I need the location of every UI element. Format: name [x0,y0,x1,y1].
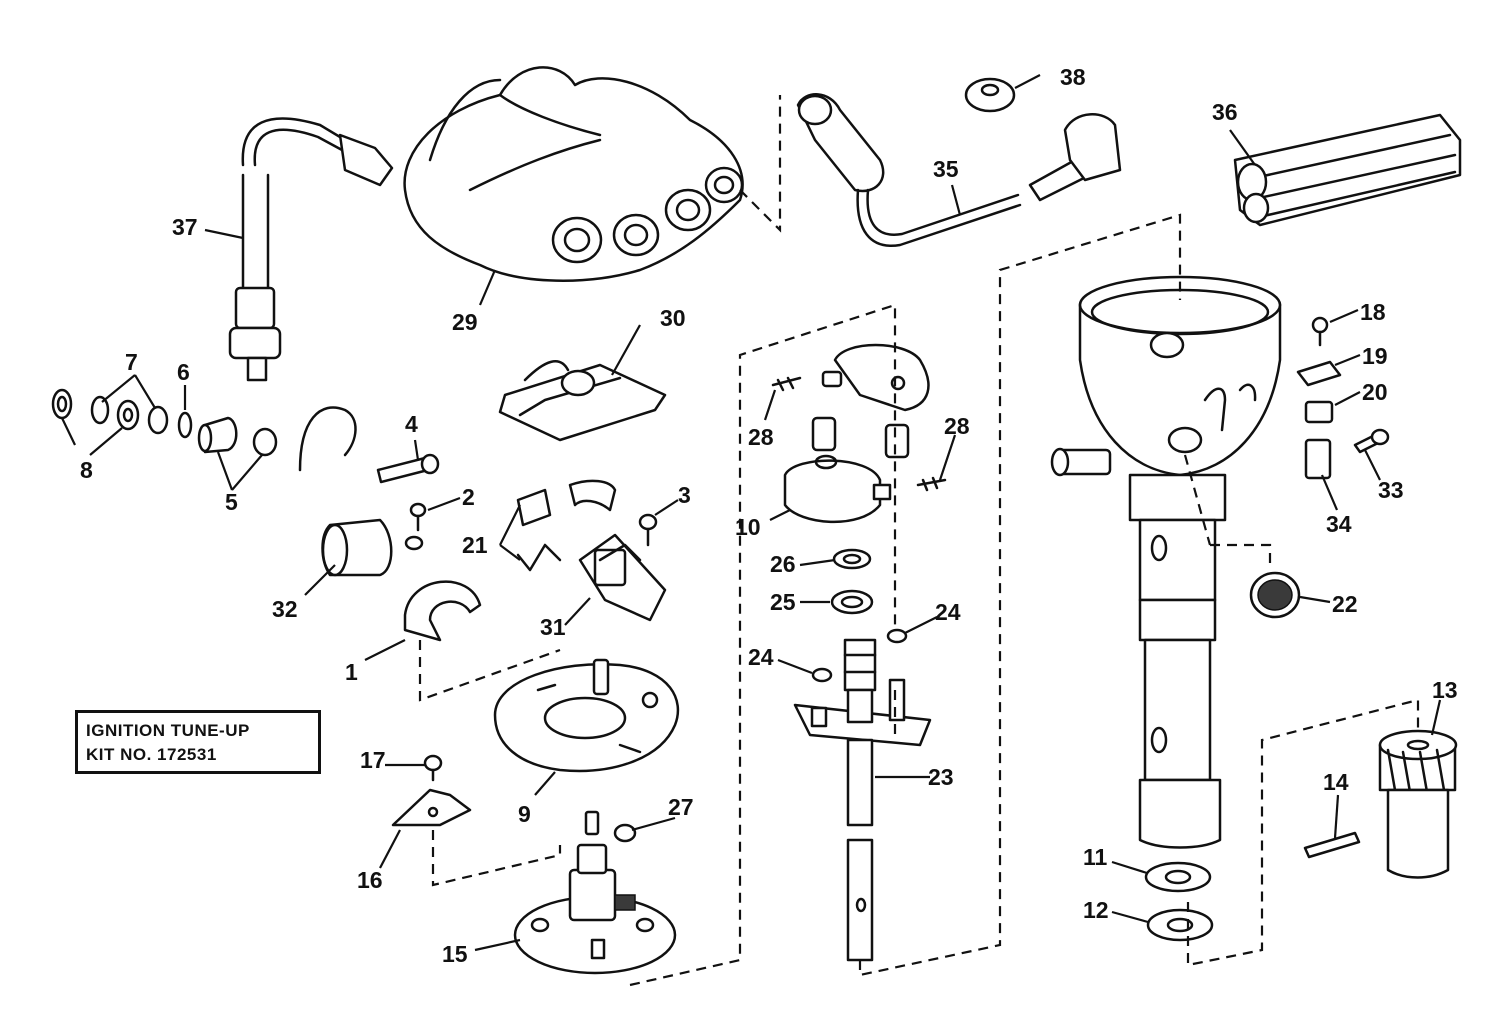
callout-27: 27 [668,794,694,820]
part-2-screw [404,502,427,551]
part-31-points [578,533,667,622]
callout-20: 20 [1362,379,1388,405]
part-30-rotor [498,360,667,442]
callout-18: 18 [1360,299,1386,325]
dashed-alignment-lines [418,95,1420,987]
callout-9: 9 [518,801,531,827]
callout-11: 11 [1083,844,1108,870]
part-1-clamp [403,580,482,642]
part-35-spark-plug-wire [796,93,1122,248]
part-15-base [513,810,677,975]
hardware-right [1296,316,1390,480]
callout-2: 2 [462,484,475,510]
part-38 [964,77,1016,113]
callout-7: 7 [125,349,138,375]
part-29-distributor-cap [403,66,744,282]
part-16-spring [391,788,472,827]
callout-8: 8 [80,457,93,483]
callout-21: 21 [462,532,488,558]
tune-up-kit-box: IGNITION TUNE-UP KIT NO. 172531 [75,710,321,774]
callout-37: 37 [172,214,198,240]
callout-1: 1 [345,659,358,685]
part-3-screw [638,513,658,547]
callout-29: 29 [452,309,478,335]
callout-15: 15 [442,941,468,967]
callout-33: 33 [1378,477,1404,503]
callout-10: 10 [735,514,761,540]
parts-5-8-hardware [51,388,278,457]
part-4-screw [376,453,440,484]
callout-5: 5 [225,489,238,515]
callout-16: 16 [357,867,383,893]
callout-28-left: 28 [748,424,774,450]
part-36-tube [1233,113,1462,227]
callout-23: 23 [928,764,954,790]
callout-36: 36 [1212,99,1238,125]
part-13-gear [1378,729,1458,879]
leader-lines [61,74,1442,952]
callout-12: 12 [1083,897,1109,923]
callout-30: 30 [660,305,686,331]
part-21-wick [516,479,617,572]
kit-box-line1: IGNITION TUNE-UP [86,721,250,740]
part-22-screen [1249,571,1301,619]
callout-14: 14 [1323,769,1349,795]
callout-38: 38 [1060,64,1086,90]
part-9-breaker-plate [493,658,680,773]
callout-17: 17 [360,747,386,773]
distributor-housing [1050,275,1282,849]
part-32-condenser [298,406,393,577]
callout-22: 22 [1332,591,1358,617]
callout-31: 31 [540,614,566,640]
washers-11-12 [1144,861,1214,942]
callout-24-left: 24 [748,644,774,670]
callout-labels: 37 29 38 35 36 18 19 20 33 34 22 30 4 2 … [80,64,1458,967]
part-14-pin [1303,831,1361,859]
callout-35: 35 [933,156,959,182]
advance-mechanism [771,343,947,683]
kit-box-line2: KIT NO. 172531 [86,745,217,764]
part-37-coil-wire [228,117,394,382]
callout-28-right: 28 [944,413,970,439]
part-27-nut [613,823,637,843]
callout-26: 26 [770,551,796,577]
callout-34: 34 [1326,511,1352,537]
callout-6: 6 [177,359,190,385]
part-23-shaft [793,638,932,962]
callout-3: 3 [678,482,691,508]
callout-19: 19 [1362,343,1388,369]
callout-24-right: 24 [935,599,961,625]
callout-25: 25 [770,589,796,615]
part-17-screw [423,754,443,782]
callout-4: 4 [405,411,418,437]
callout-32: 32 [272,596,298,622]
callout-13: 13 [1432,677,1458,703]
